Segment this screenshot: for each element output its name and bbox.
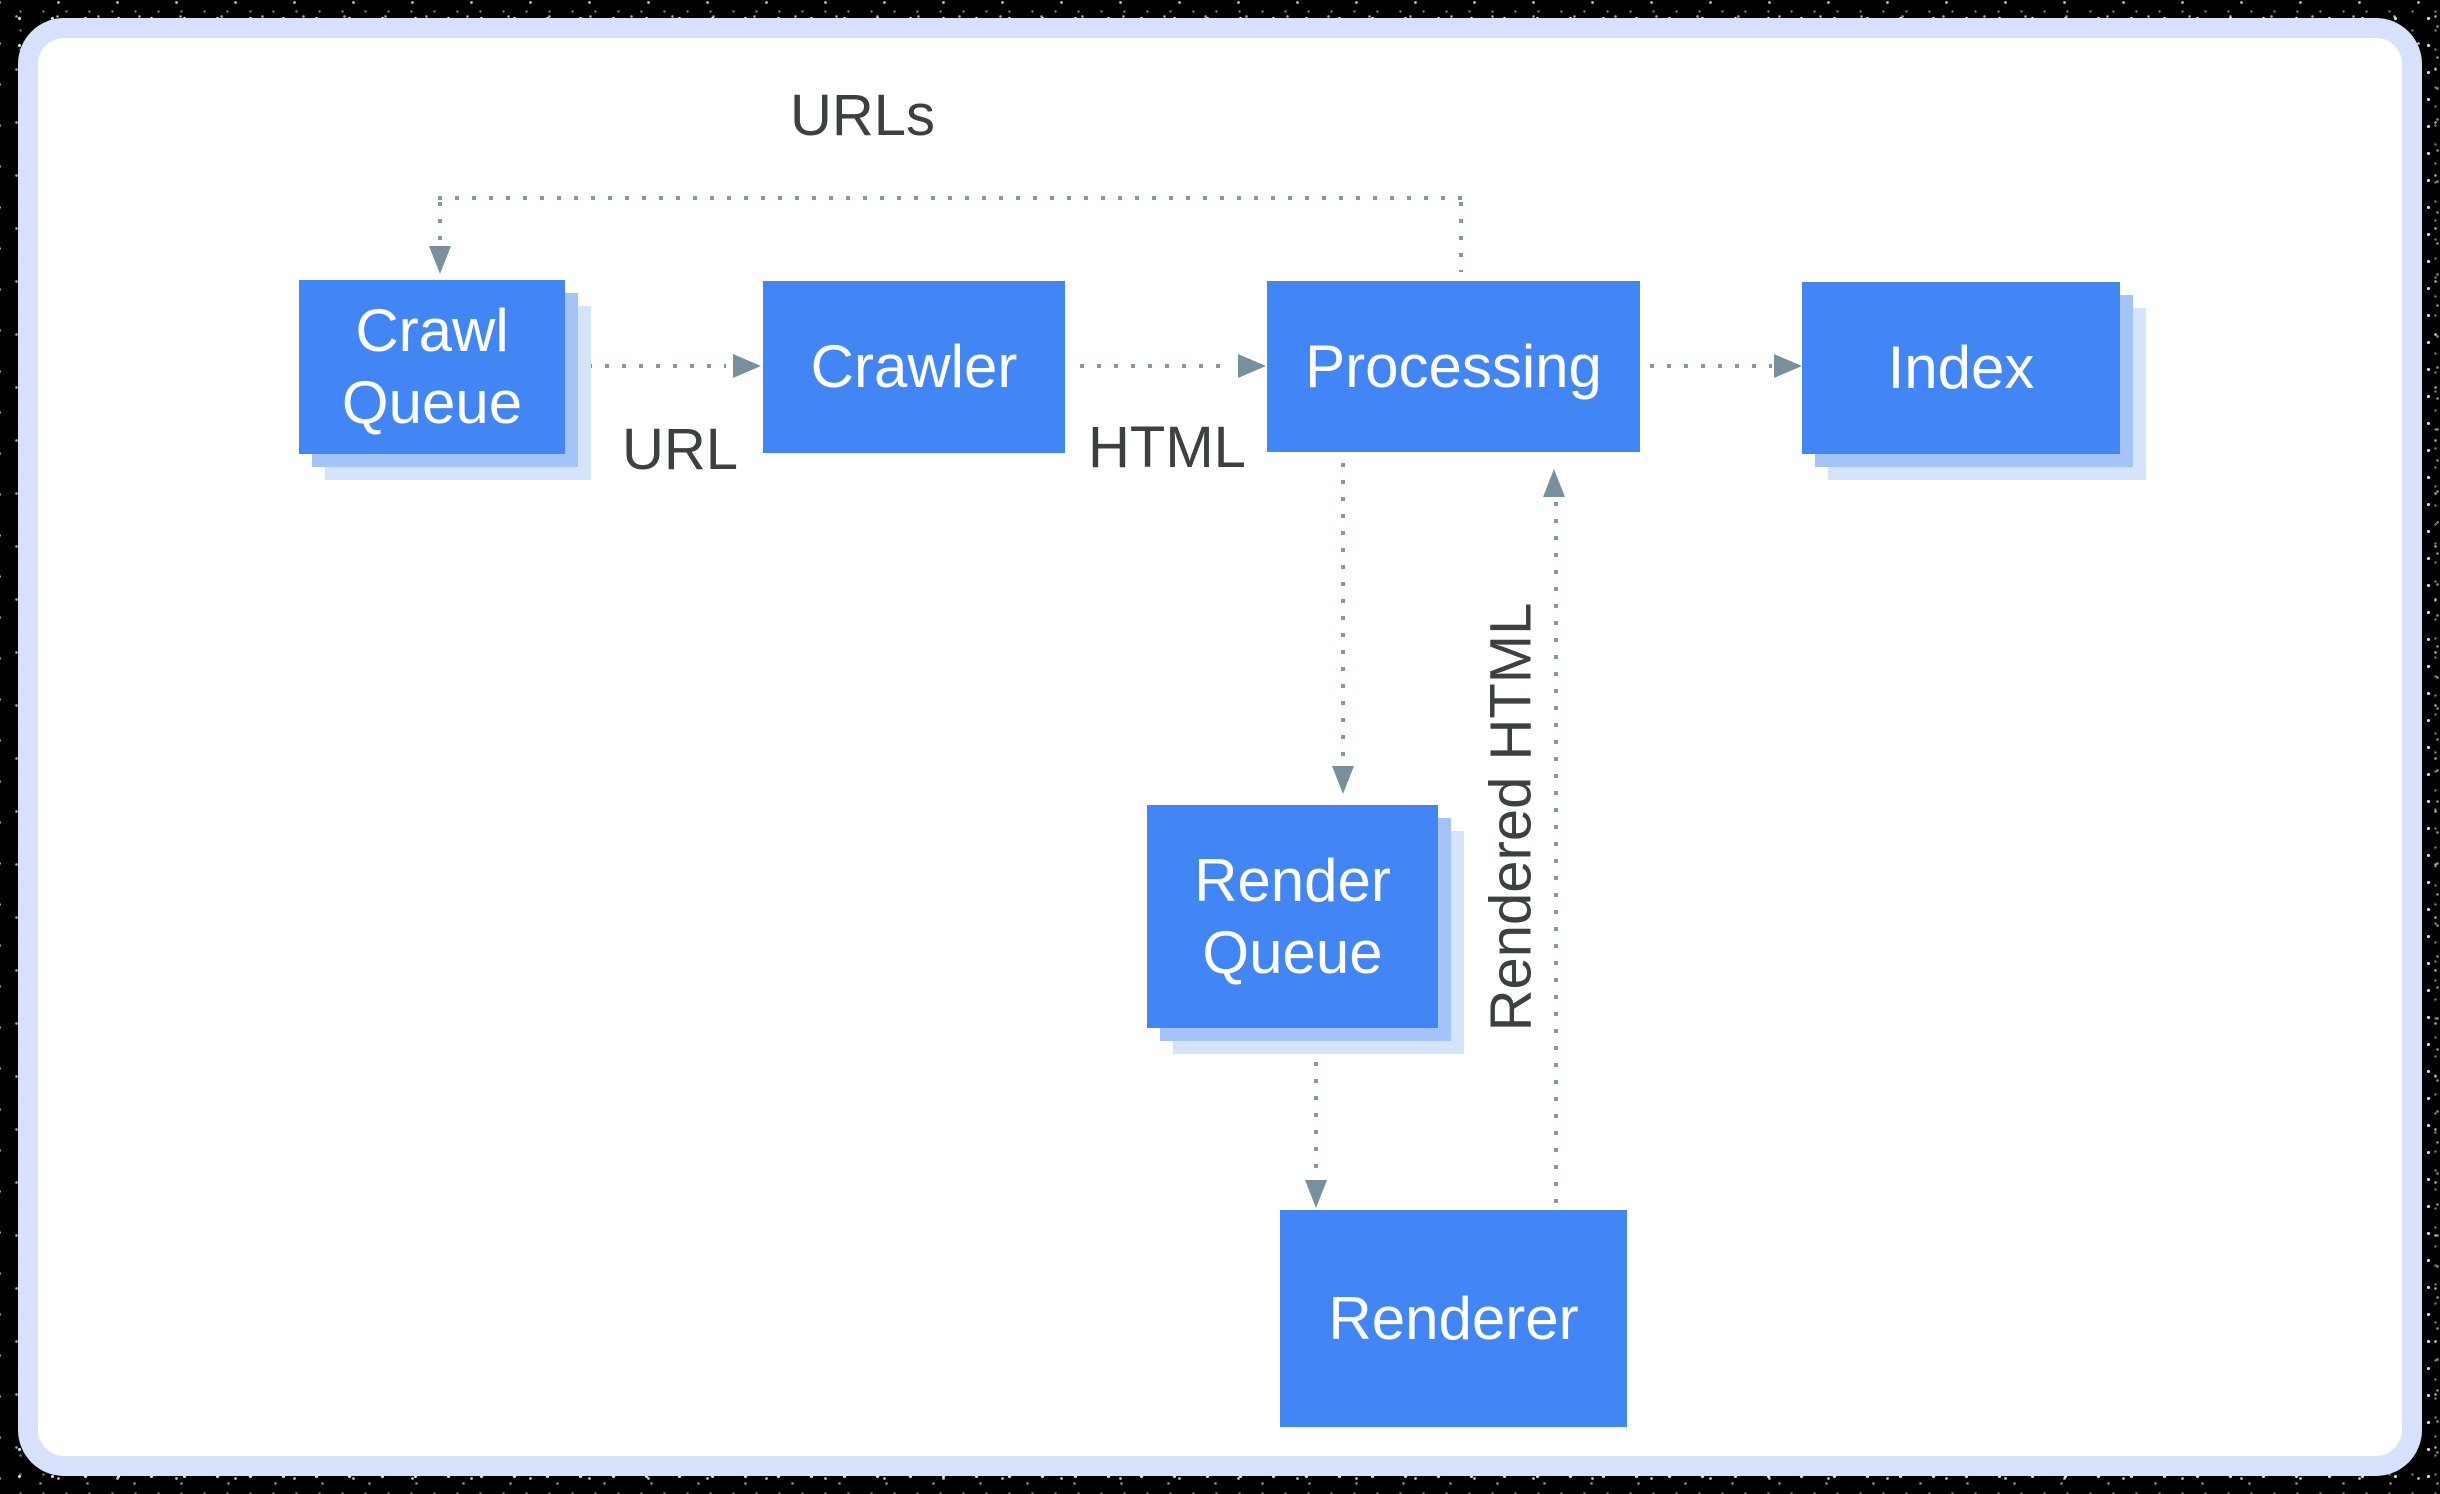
node-crawler-label: Crawler <box>810 333 1018 400</box>
crawler-processing-arrowhead <box>1238 354 1266 378</box>
node-processing: Processing <box>1267 281 1640 452</box>
node-render-queue: Render Queue <box>1147 805 1438 1028</box>
node-index: Index <box>1802 282 2120 454</box>
processing-renderqueue-arrowhead <box>1332 766 1354 794</box>
crawlqueue-crawler-arrowhead <box>733 354 761 378</box>
connector-crawler-processing <box>1080 364 1230 368</box>
node-crawler: Crawler <box>763 281 1065 453</box>
loop-arrowhead-down <box>429 246 451 274</box>
processing-index-arrowhead <box>1774 354 1802 378</box>
connector-processing-index <box>1650 364 1772 368</box>
node-crawl-queue: Crawl Queue <box>299 280 565 454</box>
loop-connector-top <box>438 196 1464 200</box>
node-crawl-queue-label: Crawl Queue <box>341 297 523 436</box>
loop-connector-left <box>438 202 442 244</box>
loop-connector-right <box>1459 202 1463 272</box>
connector-renderer-processing <box>1554 502 1558 1206</box>
renderer-processing-arrowhead <box>1543 469 1565 497</box>
connector-renderqueue-renderer <box>1314 1062 1318 1178</box>
connector-crawlqueue-crawler <box>588 364 726 368</box>
label-html: HTML <box>1088 415 1246 480</box>
node-render-queue-label: Render Queue <box>1194 846 1391 986</box>
label-url: URL <box>622 417 739 482</box>
label-rendered-html: Rendered HTML <box>1478 602 1544 1032</box>
node-renderer-label: Renderer <box>1328 1284 1579 1352</box>
label-urls: URLs <box>790 83 936 148</box>
connector-processing-renderqueue <box>1341 463 1345 763</box>
diagram-card <box>18 18 2422 1476</box>
node-processing-label: Processing <box>1305 332 1602 400</box>
node-index-label: Index <box>1887 334 2035 401</box>
renderqueue-renderer-arrowhead <box>1305 1180 1327 1208</box>
node-renderer: Renderer <box>1280 1210 1627 1427</box>
